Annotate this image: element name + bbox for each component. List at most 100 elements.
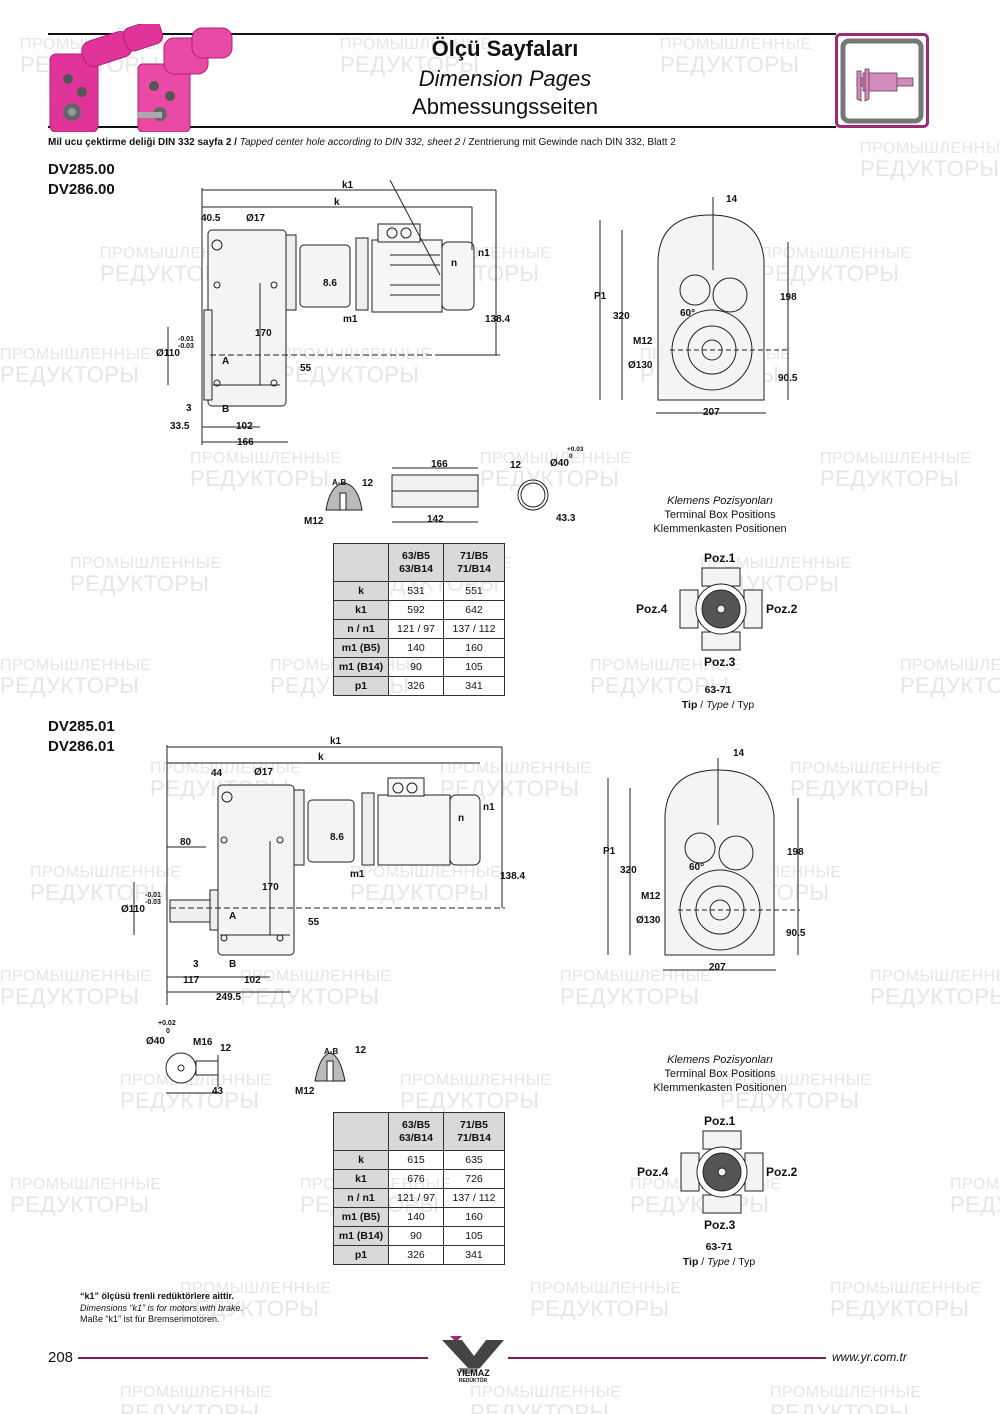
dim-12: 12: [220, 1043, 232, 1054]
section-mark-b: B: [229, 959, 237, 970]
dim-117: 117: [183, 975, 200, 986]
dim-207: 207: [703, 407, 720, 418]
dim-249-5: 249.5: [216, 992, 242, 1003]
dim-m12: M12: [633, 336, 653, 347]
dim-102: 102: [244, 975, 261, 986]
side-view-drawing: [133, 745, 505, 1005]
dim-dia-40: Ø40: [550, 458, 569, 469]
position-2-label: Poz.2: [766, 602, 798, 616]
dim-k: k: [318, 752, 324, 763]
motor-fan-icon: [680, 1130, 764, 1214]
side-view-drawing: [167, 180, 500, 445]
dim-m12: M12: [641, 891, 661, 902]
brand-name: YILMAZ: [456, 1368, 490, 1378]
section-mark-a: A: [222, 356, 230, 367]
header-top-rule: [48, 33, 836, 35]
dim-k1: k1: [342, 180, 354, 191]
dim-320: 320: [620, 865, 637, 876]
position-2-label: Poz.2: [766, 1165, 798, 1179]
position-3-label: Poz.3: [704, 1218, 736, 1232]
tolerance-lower: 0: [569, 453, 573, 460]
model-code: DV285.01: [48, 718, 115, 735]
position-3-label: Poz.3: [704, 655, 736, 669]
dim-90-5: 90.5: [778, 373, 798, 384]
dim-14: 14: [726, 194, 738, 205]
dim-60-deg: 60°: [680, 308, 696, 319]
dim-dia-40: Ø40: [146, 1036, 165, 1047]
dim-m12: M12: [304, 516, 324, 527]
page-number: 208: [48, 1349, 74, 1366]
dim-138-4: 138.4: [500, 871, 526, 882]
dim-138-4: 138.4: [485, 314, 511, 325]
dim-142: 142: [427, 514, 444, 525]
dim-dia-110: Ø110: [121, 904, 145, 915]
dim-n: n: [451, 258, 458, 269]
website-link[interactable]: www.yr.com.tr: [832, 1350, 907, 1364]
gearmotor-product-photo: [49, 24, 233, 132]
tolerance-upper: +0.02: [158, 1020, 176, 1027]
footer-rule-right: [508, 1357, 826, 1359]
model-code: DV286.01: [48, 738, 115, 755]
dim-166: 166: [431, 459, 448, 470]
dim-n: n: [458, 813, 465, 824]
front-view-drawing: [607, 758, 800, 971]
terminal-box-title: Klemens Pozisyonları Terminal Box Positi…: [653, 495, 787, 535]
header-bottom-rule: [48, 126, 836, 128]
section-label-ab: A-B: [324, 1047, 339, 1056]
center-hole-note: Mil ucu çektirme deliği DIN 332 sayfa 2 …: [48, 137, 676, 148]
dim-198: 198: [780, 292, 797, 303]
dim-12: 12: [355, 1045, 367, 1056]
shaft-detail-drawing: [165, 1052, 346, 1094]
dim-m1: m1: [350, 869, 365, 880]
dim-33-5: 33.5: [170, 421, 190, 432]
dim-k: k: [334, 197, 340, 208]
model-code: DV286.00: [48, 181, 115, 198]
front-view-drawing: [599, 197, 790, 414]
type-label: 63-71 Tip / Type / Typ: [682, 1241, 756, 1268]
dim-p1: P1: [603, 846, 616, 857]
dim-3: 3: [186, 403, 192, 414]
motor-fan-icon: [679, 567, 763, 651]
brand-subtitle: REDÜKTÖR: [458, 1378, 488, 1384]
dim-dia-17: Ø17: [246, 213, 265, 224]
dim-43-3: 43.3: [556, 513, 576, 524]
dim-55: 55: [308, 917, 320, 928]
tolerance-upper: -0.01: [145, 892, 161, 899]
section-label-ab: A-B: [332, 478, 347, 487]
dim-44: 44: [211, 768, 223, 779]
page-title-en: Dimension Pages: [418, 66, 592, 91]
dim-m16: M16: [193, 1037, 213, 1048]
dim-dia-110: Ø110: [156, 348, 180, 359]
dim-n1: n1: [478, 248, 490, 259]
dim-k1: k1: [330, 736, 342, 747]
dim-n1: n1: [483, 802, 495, 813]
dim-p1: P1: [594, 291, 607, 302]
position-1-label: Poz.1: [704, 551, 736, 565]
page-title-de: Abmessungsseiten: [412, 94, 598, 119]
dim-90-5: 90.5: [786, 928, 806, 939]
dim-dia-17: Ø17: [254, 767, 273, 778]
dim-60-deg: 60°: [689, 862, 705, 873]
dim-40-5: 40.5: [201, 213, 221, 224]
section-mark-a: A: [229, 911, 237, 922]
dim-dia-130: Ø130: [636, 915, 661, 926]
dim-166: 166: [237, 437, 254, 448]
position-1-label: Poz.1: [704, 1114, 736, 1128]
